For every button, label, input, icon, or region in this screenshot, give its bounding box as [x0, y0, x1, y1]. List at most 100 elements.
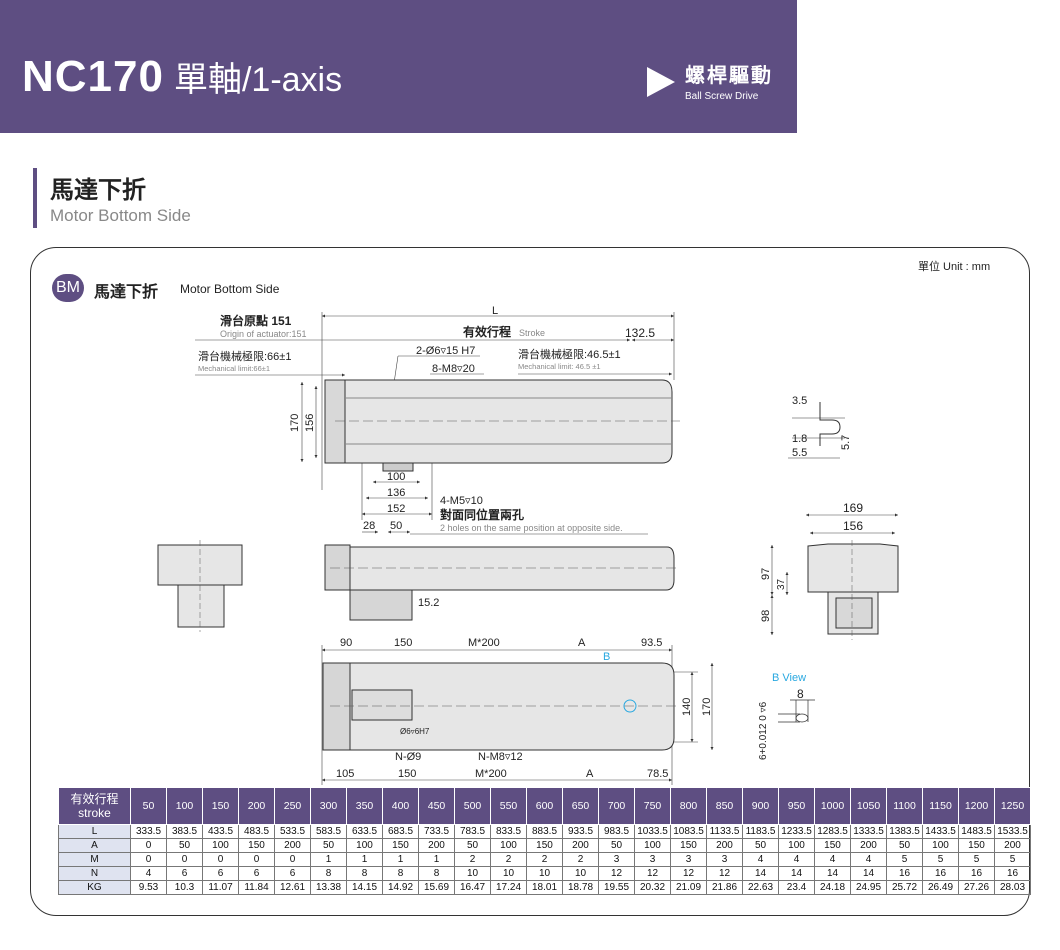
table-cell: 200 — [850, 838, 887, 853]
table-cell: 4 — [814, 852, 851, 867]
dim-169: 169 — [843, 501, 863, 515]
stroke-column-header: 100 — [166, 787, 203, 825]
drive-type-en: Ball Screw Drive — [685, 91, 759, 102]
dim-170: 170 — [289, 414, 301, 432]
table-cell: 4 — [742, 852, 779, 867]
table-cell: 10.3 — [166, 880, 203, 895]
table-cell: 0 — [130, 838, 167, 853]
table-cell: 5 — [994, 852, 1031, 867]
table-cell: 5 — [886, 852, 923, 867]
mech-limit-right-en: Mechanical limit: 46.5 ±1 — [518, 362, 601, 371]
stroke-column-header: 1200 — [958, 787, 995, 825]
table-cell: 200 — [562, 838, 599, 853]
table-cell: 5 — [958, 852, 995, 867]
pin-hole-spec: 2-Ø6▿15 H7 — [416, 345, 475, 357]
table-cell: 533.5 — [274, 824, 311, 839]
dim-top-90: 90 — [340, 637, 352, 649]
table-cell: 1083.5 — [670, 824, 707, 839]
table-cell: 50 — [598, 838, 635, 853]
model-name: NC170 — [22, 52, 164, 101]
table-cell: 13.38 — [310, 880, 347, 895]
side-view — [324, 544, 680, 621]
stroke-column-header: 500 — [454, 787, 491, 825]
table-cell: 1383.5 — [886, 824, 923, 839]
dim-top-a: A — [578, 637, 586, 649]
table-cell: 18.01 — [526, 880, 563, 895]
origin-label-en: Origin of actuator:151 — [220, 329, 307, 339]
dim-top-150: 150 — [394, 637, 412, 649]
table-cell: 14 — [850, 866, 887, 881]
table-cell: 50 — [742, 838, 779, 853]
table-cell: 25.72 — [886, 880, 923, 895]
table-cell: 22.63 — [742, 880, 779, 895]
table-cell: 633.5 — [346, 824, 383, 839]
table-cell: 3 — [598, 852, 635, 867]
stroke-column-header: 1150 — [922, 787, 959, 825]
stroke-column-header: 750 — [634, 787, 671, 825]
table-cell: 19.55 — [598, 880, 635, 895]
table-cell: 8 — [418, 866, 455, 881]
table-cell: 100 — [922, 838, 959, 853]
table-cell: 0 — [130, 852, 167, 867]
table-cell: 8 — [382, 866, 419, 881]
stroke-header-zh: 有效行程 — [70, 792, 119, 806]
table-cell: 14 — [778, 866, 815, 881]
table-cell: 783.5 — [454, 824, 491, 839]
b-view-callout: B — [603, 651, 610, 663]
stroke-column-header: 1000 — [814, 787, 851, 825]
dim-28: 28 — [363, 520, 375, 532]
table-cell: 150 — [526, 838, 563, 853]
table-cell: 4 — [130, 866, 167, 881]
stroke-column-header: 350 — [346, 787, 383, 825]
table-cell: 383.5 — [166, 824, 203, 839]
table-cell: 10 — [562, 866, 599, 881]
table-cell: 14.15 — [346, 880, 383, 895]
b-view-marker — [623, 699, 637, 713]
table-cell: 6 — [202, 866, 239, 881]
dim-bot-105: 105 — [336, 768, 354, 780]
table-cell: 16.47 — [454, 880, 491, 895]
table-cell: 1333.5 — [850, 824, 887, 839]
table-cell: 24.95 — [850, 880, 887, 895]
table-cell: 24.18 — [814, 880, 851, 895]
table-cell: 0 — [274, 852, 311, 867]
table-cell: 3 — [670, 852, 707, 867]
table-cell: 50 — [454, 838, 491, 853]
dim-top-93-5: 93.5 — [641, 637, 662, 649]
table-cell: 683.5 — [382, 824, 419, 839]
stroke-column-header: 800 — [670, 787, 707, 825]
row-label: N — [58, 866, 131, 881]
table-cell: 11.84 — [238, 880, 275, 895]
row-label: A — [58, 838, 131, 853]
table-cell: 12 — [634, 866, 671, 881]
table-cell: 483.5 — [238, 824, 275, 839]
stroke-column-header: 300 — [310, 787, 347, 825]
section-accent-bar — [33, 168, 37, 228]
origin-label-zh: 滑台原點 151 — [220, 313, 292, 328]
stroke-column-header: 550 — [490, 787, 527, 825]
stroke-column-header: 950 — [778, 787, 815, 825]
table-cell: 3 — [706, 852, 743, 867]
b-view-title: B View — [772, 672, 806, 684]
panel-title-en: Motor Bottom Side — [180, 282, 280, 296]
table-cell: 21.86 — [706, 880, 743, 895]
table-cell: 20.32 — [634, 880, 671, 895]
table-cell: 1183.5 — [742, 824, 779, 839]
table-cell: 10 — [526, 866, 563, 881]
mech-limit-right-zh: 滑台機械極限:46.5±1 — [518, 347, 621, 361]
mech-limit-left-en: Mechanical limit:66±1 — [198, 364, 270, 373]
table-cell: 14 — [742, 866, 779, 881]
dim-bot-150: 150 — [398, 768, 416, 780]
table-cell: 583.5 — [310, 824, 347, 839]
table-cell: 1033.5 — [634, 824, 671, 839]
table-cell: 983.5 — [598, 824, 635, 839]
table-cell: 3 — [634, 852, 671, 867]
stroke-label-en: Stroke — [519, 328, 545, 338]
table-cell: 6 — [274, 866, 311, 881]
table-cell: 5 — [922, 852, 959, 867]
table-cell: 100 — [634, 838, 671, 853]
table-cell: 8 — [346, 866, 383, 881]
